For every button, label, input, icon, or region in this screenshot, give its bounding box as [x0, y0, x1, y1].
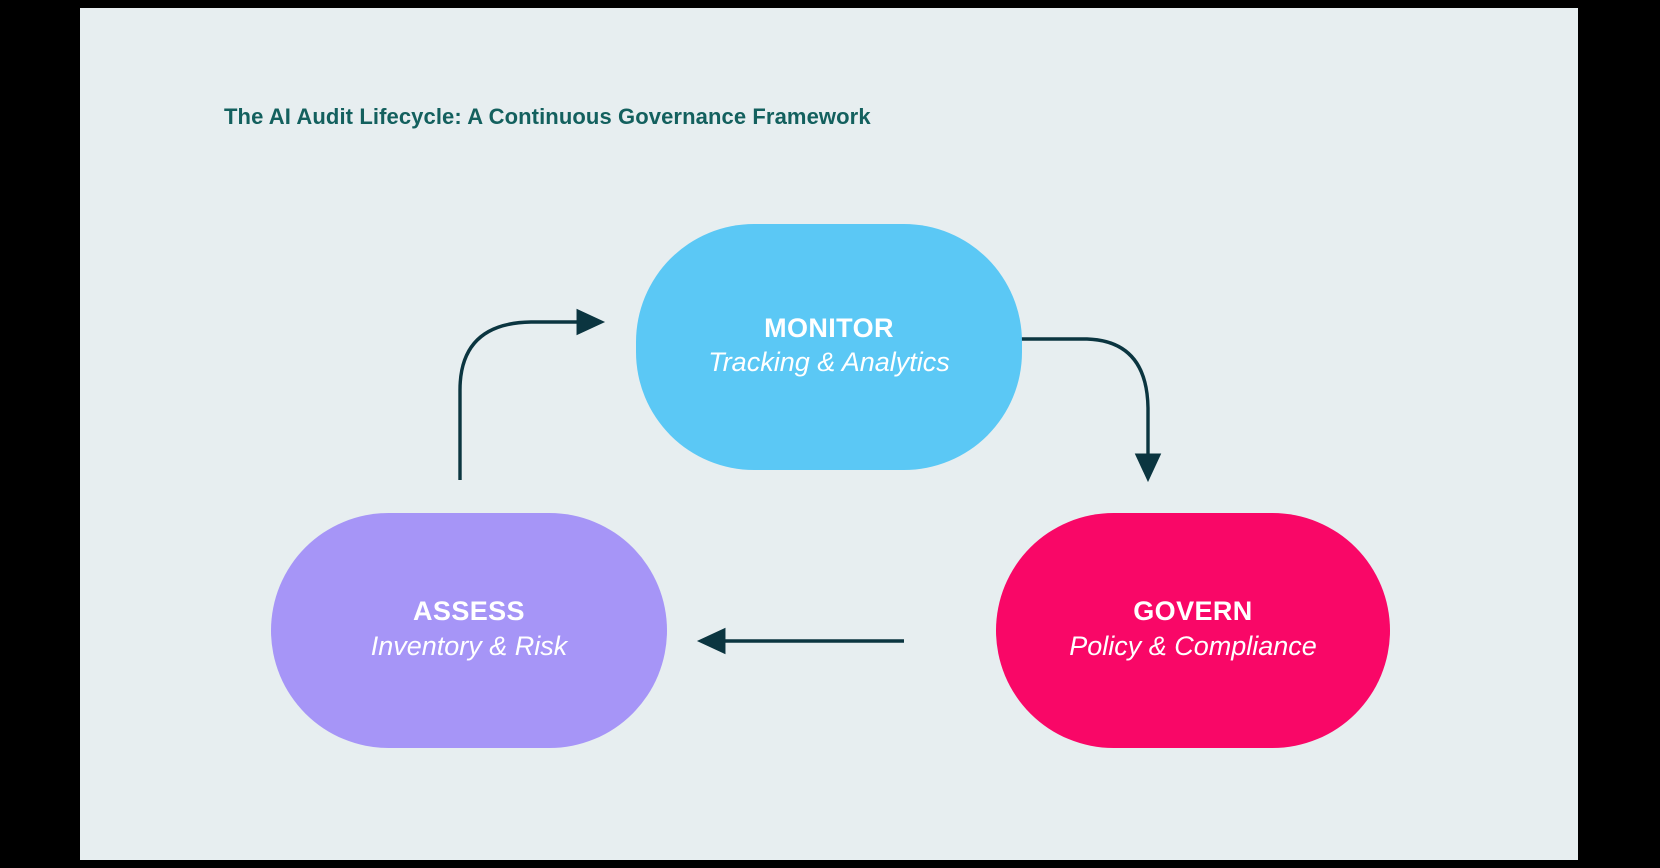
- node-govern-subtitle: Policy & Compliance: [1069, 630, 1317, 661]
- page-title: The AI Audit Lifecycle: A Continuous Gov…: [224, 104, 871, 129]
- node-monitor-subtitle: Tracking & Analytics: [708, 347, 950, 378]
- node-assess-subtitle: Inventory & Risk: [370, 630, 568, 661]
- slide-surface: The AI Audit Lifecycle: A Continuous Gov…: [80, 8, 1578, 860]
- node-monitor-title: MONITOR: [764, 312, 894, 343]
- connector-monitor-to-govern: [1005, 337, 1162, 483]
- node-assess-title: ASSESS: [413, 596, 525, 627]
- node-govern[interactable]: GOVERN Policy & Compliance: [996, 513, 1390, 748]
- node-assess[interactable]: ASSESS Inventory & Risk: [271, 513, 667, 748]
- node-govern-title: GOVERN: [1133, 596, 1253, 627]
- node-monitor[interactable]: MONITOR Tracking & Analytics: [636, 224, 1022, 470]
- connector-assess-to-monitor: [458, 308, 606, 480]
